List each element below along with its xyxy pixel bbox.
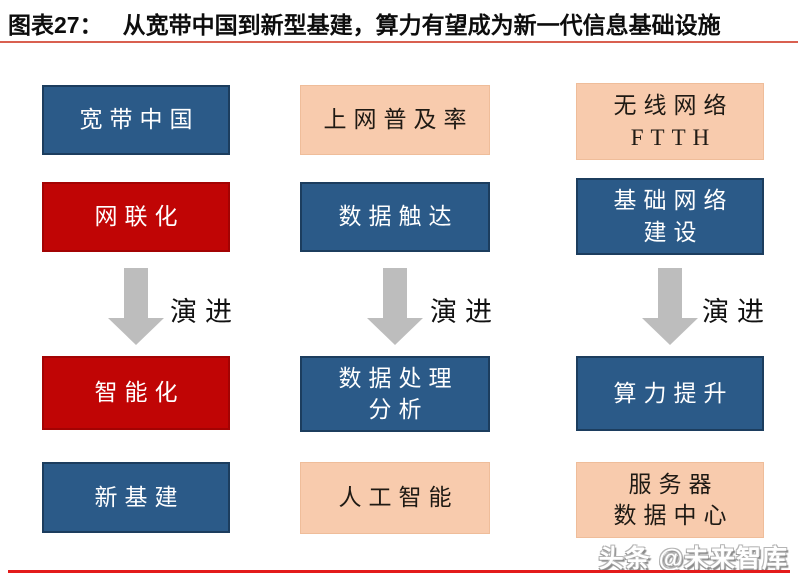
bottom-rule — [8, 570, 790, 573]
arrow-shaft — [124, 268, 148, 318]
box-server-data-center: 服务器 数据中心 — [576, 462, 764, 538]
arrow-head — [367, 318, 423, 345]
figure-title-text: 从宽带中国到新型基建，算力有望成为新一代信息基础设施 — [122, 12, 721, 38]
evolution-label: 演进 — [430, 297, 500, 327]
title-underline — [0, 41, 798, 43]
figure-number: 图表27： — [8, 12, 103, 38]
box-networkization: 网联化 — [42, 182, 230, 252]
down-arrow-icon — [367, 268, 423, 345]
box-basic-network-construction: 基础网络 建设 — [576, 178, 764, 255]
down-arrow-icon — [108, 268, 164, 345]
arrow-shaft — [658, 268, 682, 318]
arrow-head — [108, 318, 164, 345]
evolution-label: 演进 — [702, 297, 772, 327]
figure-title: 图表27： 从宽带中国到新型基建，算力有望成为新一代信息基础设施 — [8, 6, 721, 40]
box-intelligence: 智能化 — [42, 356, 230, 430]
box-internet-penetration: 上网普及率 — [300, 85, 490, 155]
box-data-reach: 数据触达 — [300, 182, 490, 252]
watermark: 头条 @未来智库 — [598, 545, 788, 573]
evolution-label: 演进 — [170, 297, 240, 327]
arrow-shaft — [383, 268, 407, 318]
box-new-infrastructure: 新基建 — [42, 462, 230, 533]
box-broadband-china: 宽带中国 — [42, 85, 230, 155]
box-computing-power-boost: 算力提升 — [576, 356, 764, 431]
box-data-processing-analysis: 数据处理 分析 — [300, 356, 490, 432]
arrow-head — [642, 318, 698, 345]
box-artificial-intelligence: 人工智能 — [300, 462, 490, 534]
box-wireless-network-ftth: 无线网络 FTTH — [576, 83, 764, 160]
down-arrow-icon — [642, 268, 698, 345]
